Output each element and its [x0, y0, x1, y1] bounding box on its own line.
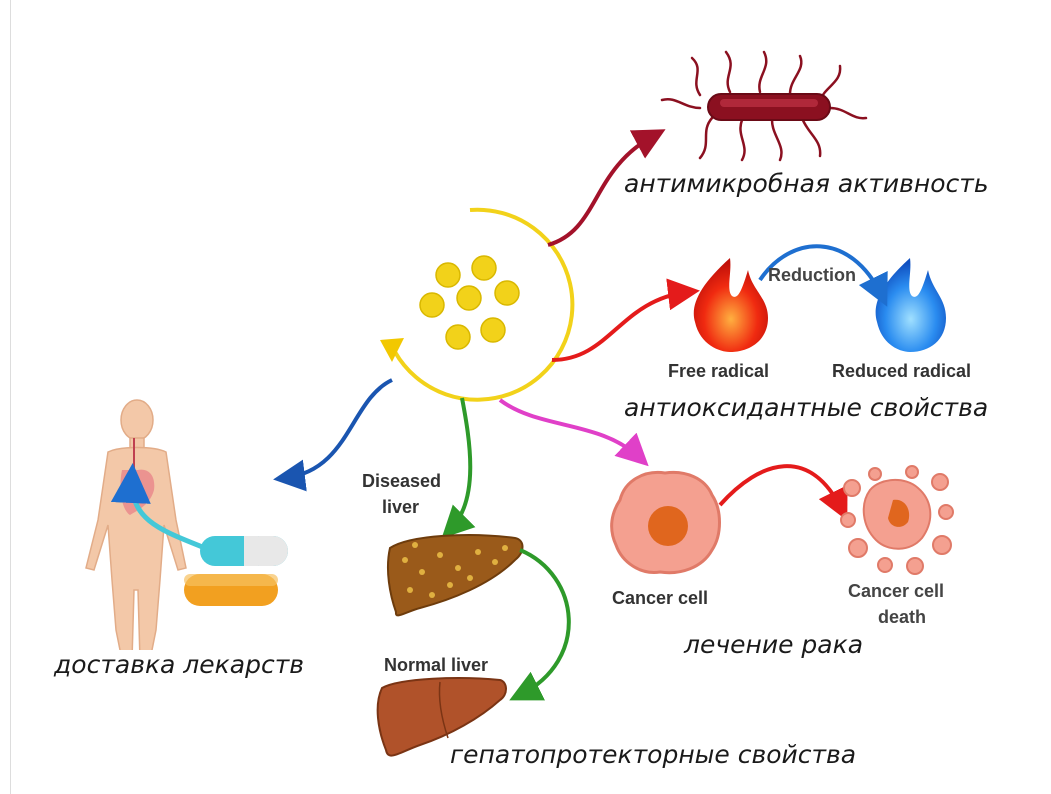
label-hepatoprotective: гепатопротекторные свойства — [446, 740, 860, 769]
label-drug-delivery: доставка лекарств — [50, 650, 308, 679]
label-diseased-liver-line1: Diseased — [362, 468, 441, 494]
label-cancer-cell-death-line1: Cancer cell — [848, 578, 944, 604]
diseased-liver-icon — [388, 535, 523, 615]
label-cancer-treatment: лечение рака — [680, 630, 867, 659]
free-radical-flame-icon — [694, 258, 768, 352]
cancer-cell-icon — [612, 472, 720, 572]
label-reduction: Reduction — [768, 262, 856, 288]
cancer-death-arrow — [720, 466, 842, 510]
bacteria-icon — [662, 52, 866, 160]
reduced-radical-flame-icon — [876, 258, 946, 352]
arrow-to-cancer — [500, 400, 640, 458]
label-reduced-radical: Reduced radical — [832, 358, 971, 384]
label-cancer-cell-death-line2: death — [878, 604, 926, 630]
label-normal-liver: Normal liver — [384, 652, 488, 678]
label-diseased-liver-line2: liver — [382, 494, 419, 520]
cancer-cell-death-icon — [841, 466, 953, 574]
arrow-to-drug-delivery — [285, 380, 392, 478]
liver-recovery-arrow — [520, 550, 569, 695]
label-free-radical: Free radical — [668, 358, 769, 384]
human-body-icon — [86, 400, 186, 660]
label-antimicrobial: антимикробная активность — [620, 169, 993, 198]
arrow-to-liver — [450, 398, 470, 530]
label-cancer-cell: Cancer cell — [612, 585, 708, 611]
label-antioxidant: антиоксидантные свойства — [620, 393, 992, 422]
nanoparticle-cluster — [380, 210, 572, 400]
